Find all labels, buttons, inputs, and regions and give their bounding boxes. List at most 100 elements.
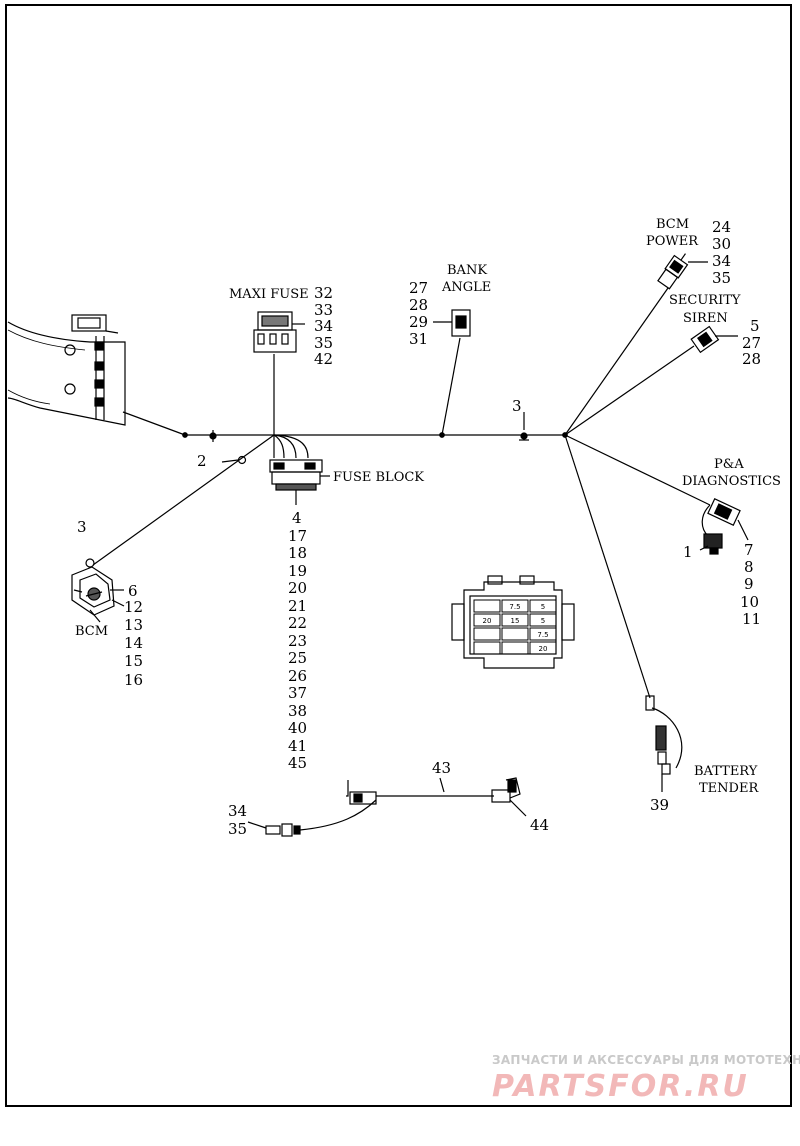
callout-number: 21 bbox=[288, 597, 307, 615]
callout-number: 13 bbox=[124, 616, 143, 634]
maxi-fuse-label: MAXI FUSE bbox=[229, 287, 309, 302]
callout-number: 28 bbox=[742, 350, 761, 368]
security-siren-label-line2: SIREN bbox=[683, 311, 728, 326]
bcm-power-label-line2: POWER bbox=[646, 234, 699, 249]
fuse-cell-label: 5 bbox=[541, 603, 545, 611]
fuse-cell-label: 5 bbox=[541, 617, 545, 625]
callout-number: 20 bbox=[288, 579, 307, 597]
callout-number: 35 bbox=[314, 334, 333, 352]
fuse-cell bbox=[501, 641, 529, 655]
fuse-cell bbox=[473, 641, 501, 655]
fuse-cell-label: 7.5 bbox=[537, 631, 548, 639]
bank-angle-label-line2: ANGLE bbox=[441, 280, 491, 295]
fuse-cell-label: 7.5 bbox=[509, 603, 520, 611]
callout-number: 24 bbox=[712, 218, 731, 236]
fuse-cells: 7.5 5 20 15 5 7.5 20 bbox=[473, 599, 557, 655]
callout-number: 35 bbox=[228, 820, 247, 838]
callout-number: 30 bbox=[712, 235, 731, 253]
callout-number: 43 bbox=[432, 759, 451, 777]
callout-number: 35 bbox=[712, 269, 731, 287]
callout-number: 31 bbox=[409, 330, 428, 348]
main-harness-trunk bbox=[122, 411, 568, 438]
fuse-cell bbox=[529, 613, 557, 627]
callout-number: 26 bbox=[288, 667, 307, 685]
watermark-logo: PARTSFOR.RU bbox=[492, 1069, 749, 1104]
fuse-cell bbox=[529, 599, 557, 613]
ground-stud-left bbox=[209, 430, 247, 465]
fuse-cell-label: 20 bbox=[483, 617, 492, 625]
pa-diagnostics-connector bbox=[564, 434, 749, 555]
callout-number: 22 bbox=[288, 614, 307, 632]
callout-number: 39 bbox=[650, 796, 669, 814]
callout-number: 5 bbox=[750, 317, 760, 335]
callout-number: 40 bbox=[288, 719, 307, 737]
callout-number: 41 bbox=[288, 737, 307, 755]
bcm-label: BCM bbox=[75, 624, 108, 639]
callout-number: 37 bbox=[288, 684, 307, 702]
callout-number: 15 bbox=[124, 652, 143, 670]
callout-number: 34 bbox=[712, 252, 731, 270]
maxi-fuse-connector bbox=[253, 311, 305, 435]
callout-number: 45 bbox=[288, 754, 307, 772]
callout-number: 3 bbox=[512, 397, 522, 415]
diagram-frame bbox=[5, 4, 792, 1107]
callout-number: 38 bbox=[288, 702, 307, 720]
frame-bracket bbox=[7, 314, 126, 426]
fuse-cell bbox=[501, 613, 529, 627]
callout-number: 27 bbox=[742, 334, 761, 352]
callout-number: 32 bbox=[314, 284, 333, 302]
callout-number: 19 bbox=[288, 562, 307, 580]
security-siren-label-line1: SECURITY bbox=[669, 293, 741, 308]
fuse-cell-label: 20 bbox=[539, 645, 548, 653]
fuse-cell bbox=[529, 641, 557, 655]
callout-number: 10 bbox=[740, 593, 759, 611]
callout-number: 28 bbox=[409, 296, 428, 314]
callout-number: 14 bbox=[124, 634, 143, 652]
callout-number: 33 bbox=[314, 301, 333, 319]
battery-tender-connector bbox=[564, 434, 683, 792]
callout-number: 16 bbox=[124, 671, 143, 689]
fuse-cell bbox=[529, 627, 557, 641]
fuse-cell-label: 15 bbox=[511, 617, 520, 625]
callout-number: 23 bbox=[288, 632, 307, 650]
pa-diagnostics-label-line1: P&A bbox=[714, 457, 744, 472]
callout-number: 2 bbox=[197, 452, 207, 470]
watermark: ЗАПЧАСТИ И АКСЕССУАРЫ ДЛЯ МОТОТЕХНИКИ PA… bbox=[492, 1053, 800, 1104]
pa-diagnostics-label-line2: DIAGNOSTICS bbox=[682, 474, 781, 489]
callout-numbers: 32 33 34 35 42 27 28 29 31 24 30 34 35 5… bbox=[77, 218, 761, 838]
callout-number: 34 bbox=[228, 802, 247, 820]
callout-number: 8 bbox=[744, 558, 754, 576]
callout-number: 42 bbox=[314, 350, 333, 368]
fuse-cell bbox=[473, 613, 501, 627]
callout-number: 27 bbox=[409, 279, 428, 297]
bcm-module bbox=[71, 434, 275, 623]
callout-number: 44 bbox=[530, 816, 549, 834]
fuse-block-label: FUSE BLOCK bbox=[333, 470, 424, 485]
callout-number: 29 bbox=[409, 313, 428, 331]
fuse-block-connector bbox=[269, 434, 330, 505]
watermark-tagline: ЗАПЧАСТИ И АКСЕССУАРЫ ДЛЯ МОТОТЕХНИКИ bbox=[492, 1053, 800, 1067]
bank-angle-label-line1: BANK bbox=[447, 263, 487, 278]
fuse-cell bbox=[501, 599, 529, 613]
callout-number: 9 bbox=[744, 575, 754, 593]
battery-tender-label-line2: TENDER bbox=[699, 781, 759, 796]
bcm-power-connector bbox=[564, 253, 708, 436]
fuse-cell bbox=[473, 627, 501, 641]
bcm-power-label-line1: BCM bbox=[656, 217, 689, 232]
callout-number: 34 bbox=[314, 317, 333, 335]
component-labels: MAXI FUSE BANK ANGLE BCM POWER SECURITY … bbox=[75, 217, 781, 796]
ground-stud-top bbox=[519, 412, 529, 441]
fuse-cell bbox=[501, 627, 529, 641]
security-siren-connector bbox=[564, 325, 738, 436]
callout-number: 4 bbox=[292, 509, 302, 527]
callout-number: 11 bbox=[742, 610, 761, 628]
callout-number: 7 bbox=[744, 541, 754, 559]
callout-number: 17 bbox=[288, 527, 307, 545]
callout-number: 6 bbox=[128, 582, 138, 600]
battery-tender-label-line1: BATTERY bbox=[694, 764, 758, 779]
callout-number: 3 bbox=[77, 518, 87, 536]
callout-number: 25 bbox=[288, 649, 307, 667]
callout-number: 18 bbox=[288, 544, 307, 562]
bank-angle-sensor bbox=[433, 309, 471, 436]
fuse-cell bbox=[473, 599, 501, 613]
